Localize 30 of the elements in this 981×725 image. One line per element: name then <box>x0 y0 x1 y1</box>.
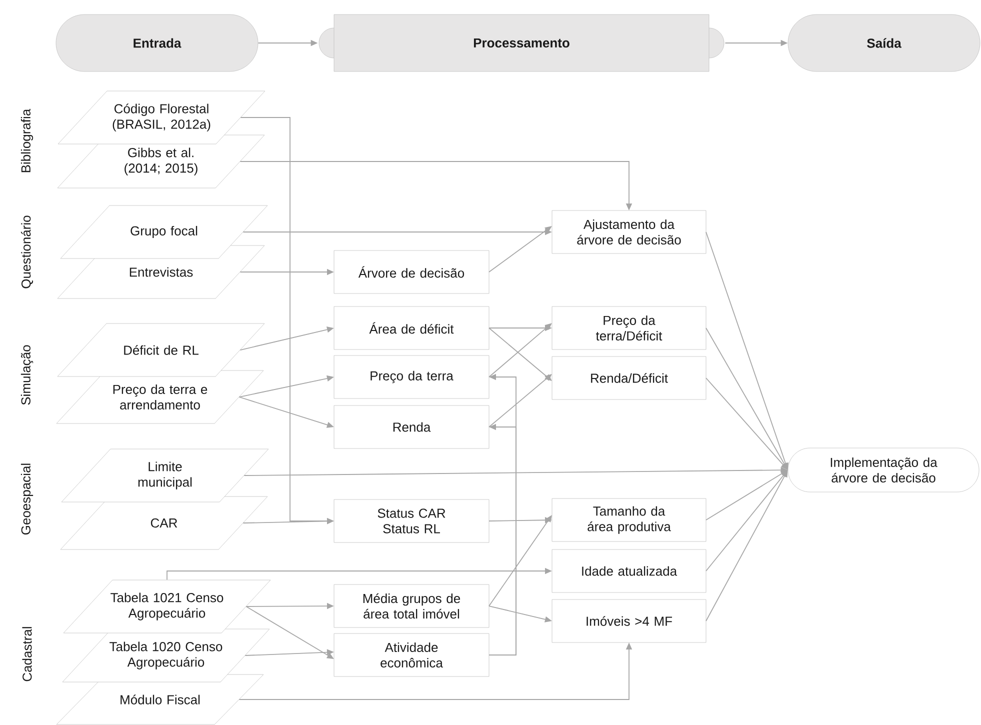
input-parallelogram: Déficit de RL <box>57 323 265 377</box>
stage-box: Processamento <box>318 14 724 72</box>
input-parallelogram: Código Florestal (BRASIL, 2012a) <box>58 90 266 144</box>
process-box: Tamanho da área produtiva <box>552 498 706 542</box>
process-box: Atividade econômica <box>334 633 490 677</box>
process-box: Preço da terra/Déficit <box>552 306 706 350</box>
process-box: Status CAR Status RL <box>334 499 490 543</box>
process-box: Ajustamento da árvore de decisão <box>552 210 706 254</box>
process-box: Imóveis >4 MF <box>552 599 706 643</box>
process-box: Idade atualizada <box>552 549 706 593</box>
stage-pill: Saída <box>788 14 980 72</box>
group-label: Cadastral <box>22 627 32 682</box>
process-box: Média grupos de área total imóvel <box>334 584 490 628</box>
input-parallelogram: Tabela 1021 Censo Agropecuário <box>63 580 271 634</box>
group-label: Questionário <box>21 216 34 288</box>
process-box: Área de déficit <box>334 306 490 350</box>
process-box: Renda <box>334 405 490 449</box>
input-parallelogram: Tabela 1020 Censo Agropecuário <box>62 628 270 682</box>
input-parallelogram: Limite municipal <box>61 448 269 502</box>
process-box: Renda/Déficit <box>552 356 706 400</box>
group-label: Geoespacial <box>20 464 34 534</box>
process-box: Árvore de decisão <box>334 250 490 294</box>
arrow <box>488 374 552 428</box>
group-label: Simulação <box>20 345 34 405</box>
group-label: Bibliografia <box>20 108 34 172</box>
arrow <box>488 226 552 272</box>
stage-pill: Entrada <box>56 14 258 72</box>
process-box: Preço da terra <box>334 355 490 399</box>
input-parallelogram: CAR <box>60 496 268 550</box>
input-parallelogram: Grupo focal <box>60 205 268 259</box>
